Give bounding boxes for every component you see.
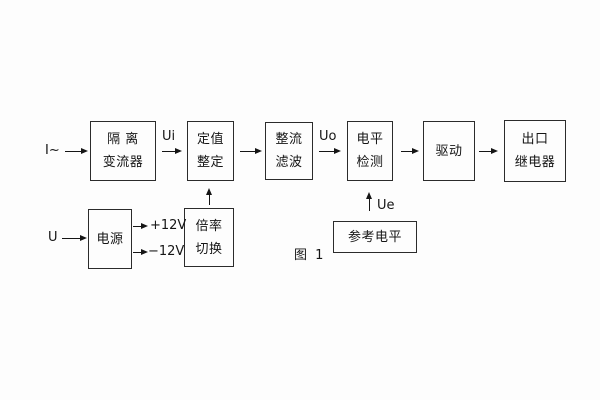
block-label-line: 隔 离 (107, 132, 139, 147)
arrow-ratio-to-setting (205, 188, 212, 205)
block-output-relay: 出口 继电器 (504, 120, 566, 182)
arrow-input-current (65, 147, 88, 154)
block-label-line: 整流 (275, 132, 303, 147)
block-label-line: 滤波 (275, 155, 303, 170)
block-label-line: 切换 (195, 241, 223, 257)
arrow-setting-to-rectifier (240, 147, 262, 154)
block-level-detect: 电平 检测 (347, 121, 393, 181)
arrow-input-voltage (62, 234, 87, 241)
block-label-line: 倍率 (195, 218, 223, 234)
label-minus-12v: −12V (148, 244, 185, 259)
block-reference-level: 参考电平 (333, 221, 417, 253)
label-uo: Uo (319, 129, 337, 144)
block-label-line: 继电器 (514, 155, 556, 170)
block-label-line: 整定 (196, 155, 224, 170)
block-isolation-transformer: 隔 离 变流器 (90, 121, 156, 181)
arrow-plus-12v (133, 222, 148, 229)
label-ui: Ui (162, 129, 176, 144)
block-label-line: 变流器 (102, 155, 144, 170)
label-ue: Ue (377, 198, 395, 213)
arrow-minus-12v (133, 248, 148, 255)
arrow-level-to-drive (401, 147, 419, 154)
label-input-current: I~ (45, 143, 60, 158)
arrow-uo (319, 147, 341, 154)
block-label-line: 检测 (356, 155, 384, 170)
arrow-drive-to-relay (479, 147, 498, 154)
block-label-line: 参考电平 (347, 229, 402, 245)
arrow-ui (162, 147, 182, 154)
block-power-supply: 电源 (88, 209, 132, 269)
figure-caption: 图 1 (294, 248, 326, 263)
label-input-voltage: U (48, 230, 58, 245)
block-label-line: 驱动 (435, 143, 463, 159)
label-plus-12v: +12V (150, 218, 187, 233)
arrow-ue (365, 192, 372, 211)
block-ratio-switch: 倍率 切换 (184, 208, 234, 267)
block-setting-adjust: 定值 整定 (187, 121, 234, 181)
block-drive: 驱动 (423, 121, 475, 181)
block-label-line: 电源 (96, 231, 124, 247)
block-label-line: 电平 (356, 132, 384, 147)
block-rectifier-filter: 整流 滤波 (265, 122, 313, 180)
block-label-line: 定值 (196, 132, 224, 147)
block-label-line: 出口 (521, 132, 549, 147)
